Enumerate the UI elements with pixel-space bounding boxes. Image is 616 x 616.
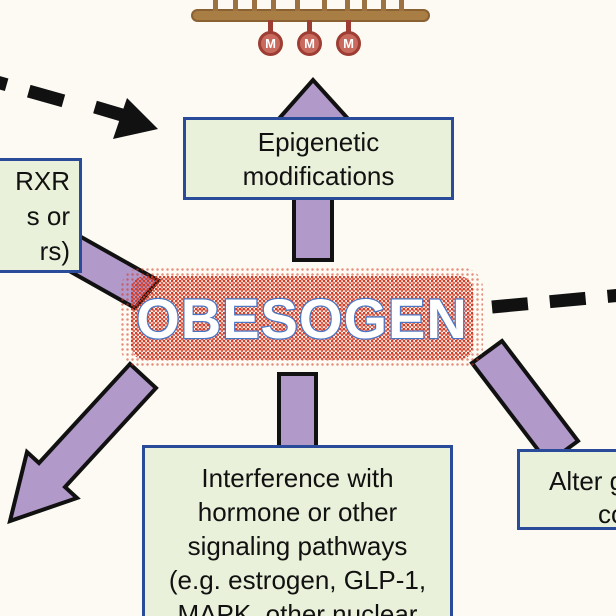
dna-tick-icon: [271, 0, 276, 11]
box-line: Alter g: [549, 466, 616, 496]
methyl-stem-icon: [268, 20, 273, 33]
box-line: Interference with: [201, 463, 394, 493]
box-line: (e.g. estrogen, GLP-1,: [168, 565, 427, 595]
box-line: Epigenetic: [257, 126, 380, 157]
box-line: MAPK, other nuclear: [177, 599, 418, 616]
red-stipple-background: [121, 268, 483, 368]
dna-tick-icon: [213, 0, 218, 11]
dna-tick-icon: [345, 0, 350, 11]
dashed-line-right-icon: [491, 289, 616, 314]
epigenetic-modifications-box: Epigenetic modifications: [183, 117, 454, 200]
box-line: co: [598, 499, 616, 529]
box-line: RXR: [15, 166, 70, 196]
methyl-mark-icon: M: [297, 31, 322, 56]
dna-tick-icon: [252, 0, 257, 11]
receptor-activation-box: RXR s or rs): [0, 158, 82, 273]
methyl-stem-icon: [307, 20, 312, 33]
dna-tick-icon: [233, 0, 238, 11]
box-line: hormone or other: [197, 497, 398, 527]
methyl-mark-icon: M: [336, 31, 361, 56]
dna-tick-icon: [381, 0, 386, 11]
box-line: signaling pathways: [187, 531, 408, 561]
dashed-arrow-top-left-icon: [0, 76, 158, 139]
alter-box: Alter g co: [517, 449, 616, 530]
dna-tick-icon: [399, 0, 404, 11]
box-line: s or: [26, 201, 70, 231]
methyl-stem-icon: [346, 20, 351, 33]
arrow-down-left-icon: [7, 361, 159, 525]
obesogen-wordart: OBESOGEN: [121, 268, 483, 368]
dna-tick-icon: [362, 0, 367, 11]
dna-tick-icon: [295, 0, 300, 11]
box-line: rs): [39, 236, 70, 266]
signaling-interference-box: Interference with hormone or other signa…: [142, 445, 453, 616]
methyl-mark-icon: M: [258, 31, 283, 56]
box-line: modifications: [242, 160, 395, 191]
arrow-to-alter-box-icon: [469, 338, 581, 466]
obesogen-title: OBESOGEN: [135, 285, 468, 351]
arrow-down-to-signaling-icon: [277, 372, 318, 454]
dna-tick-icon: [322, 0, 327, 11]
